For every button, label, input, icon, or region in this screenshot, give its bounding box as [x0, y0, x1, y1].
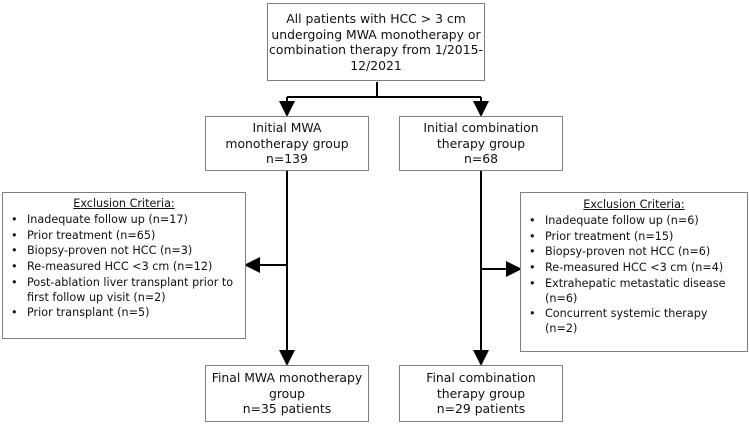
- left-exclusion-item-text: Inadequate follow up (n=17): [27, 212, 188, 226]
- initial-combination-box: Initial combination therapy group n=68: [399, 116, 563, 171]
- top-inclusion-box: All patients with HCC > 3 cm undergoing …: [267, 3, 485, 81]
- left-exclusion-item: Biopsy-proven not HCC (n=3): [9, 244, 239, 259]
- right-exclusion-item: Concurrent systemic therapy (n=2): [527, 307, 741, 337]
- final-monotherapy-box: Final MWA monotherapy group n=35 patient…: [205, 365, 369, 422]
- left-exclusion-item-text: Re-measured HCC <3 cm (n=12): [27, 260, 213, 274]
- top-inclusion-line-2: undergoing MWA monotherapy or: [271, 26, 481, 42]
- top-inclusion-line-1: All patients with HCC > 3 cm: [286, 11, 466, 26]
- right-exclusion-list: Inadequate follow up (n=6) Prior treatme…: [527, 214, 741, 337]
- right-exclusion-item-text: Re-measured HCC <3 cm (n=4): [545, 261, 724, 275]
- initial-monotherapy-line-2: monotherapy group: [225, 135, 349, 151]
- right-exclusion-item-text: Extrahepatic metastatic disease (n=6): [545, 276, 726, 305]
- right-exclusion-item-text: Prior treatment (n=15): [545, 229, 674, 243]
- final-monotherapy-line-3: n=35 patients: [242, 401, 332, 417]
- final-monotherapy-line-2: group: [269, 385, 305, 401]
- left-exclusion-box: Exclusion Criteria: Inadequate follow up…: [2, 192, 246, 339]
- right-exclusion-item-text: Inadequate follow up (n=6): [545, 213, 699, 227]
- right-exclusion-item: Re-measured HCC <3 cm (n=4): [527, 261, 741, 276]
- final-combination-line-1: Final combination: [426, 370, 536, 386]
- right-exclusion-item-text: Biopsy-proven not HCC (n=6): [545, 245, 711, 259]
- left-exclusion-item: Prior transplant (n=5): [9, 306, 239, 321]
- left-exclusion-item-text: Post-ablation liver transplant prior to …: [27, 275, 234, 304]
- initial-monotherapy-line-1: Initial MWA: [252, 120, 322, 136]
- left-exclusion-title-colon: :: [170, 197, 175, 210]
- initial-combination-line-2: therapy group: [436, 135, 526, 151]
- right-exclusion-title: Exclusion Criteria:: [583, 198, 685, 211]
- final-combination-line-2: therapy group: [436, 385, 526, 401]
- left-exclusion-item: Inadequate follow up (n=17): [9, 213, 239, 228]
- initial-combination-line-1: Initial combination: [423, 120, 539, 136]
- final-monotherapy-line-1: Final MWA monotherapy: [211, 370, 363, 386]
- left-exclusion-title-text: Exclusion Criteria: [73, 197, 171, 210]
- initial-monotherapy-box: Initial MWA monotherapy group n=139: [205, 116, 369, 171]
- left-exclusion-item: Re-measured HCC <3 cm (n=12): [9, 260, 239, 275]
- initial-combination-line-3: n=68: [463, 151, 498, 167]
- left-exclusion-item: Prior treatment (n=65): [9, 229, 239, 244]
- left-exclusion-title: Exclusion Criteria:: [9, 197, 239, 212]
- left-exclusion-list: Inadequate follow up (n=17) Prior treatm…: [9, 213, 239, 321]
- right-exclusion-item-text: Concurrent systemic therapy (n=2): [545, 307, 708, 336]
- top-inclusion-line-3: combination therapy from 1/2015-: [269, 42, 483, 57]
- right-exclusion-item: Prior treatment (n=15): [527, 230, 741, 245]
- top-inclusion-line-4: 12/2021: [350, 57, 402, 73]
- right-exclusion-item: Biopsy-proven not HCC (n=6): [527, 245, 741, 260]
- left-exclusion-item-text: Prior transplant (n=5): [27, 306, 150, 320]
- right-exclusion-item: Inadequate follow up (n=6): [527, 214, 741, 229]
- right-exclusion-box: Exclusion Criteria: Inadequate follow up…: [520, 192, 748, 352]
- right-exclusion-item: Extrahepatic metastatic disease (n=6): [527, 277, 741, 307]
- left-exclusion-item-text: Biopsy-proven not HCC (n=3): [27, 244, 193, 258]
- final-combination-box: Final combination therapy group n=29 pat…: [399, 365, 563, 422]
- left-exclusion-item: Post-ablation liver transplant prior to …: [9, 276, 239, 306]
- final-combination-line-3: n=29 patients: [436, 401, 526, 417]
- initial-monotherapy-line-3: n=139: [266, 151, 308, 167]
- left-exclusion-item-text: Prior treatment (n=65): [27, 228, 156, 242]
